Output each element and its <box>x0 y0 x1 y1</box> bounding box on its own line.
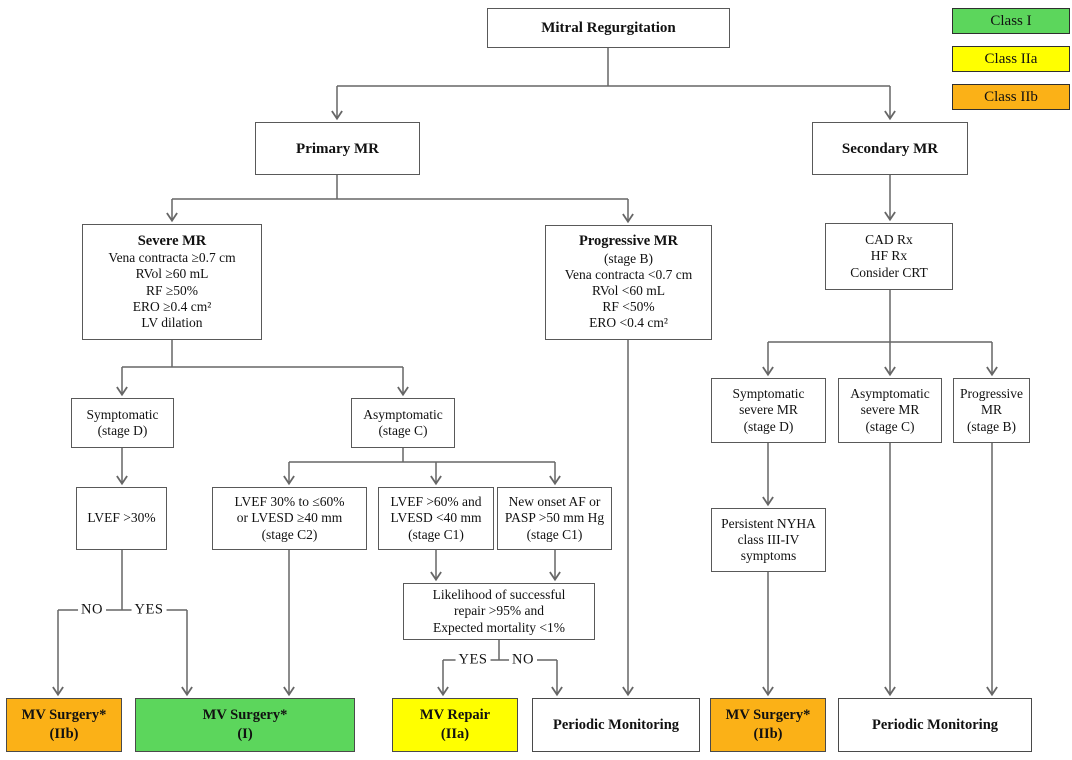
node-progressive-mr-primary-line: RVol <60 mL <box>591 283 666 299</box>
node-mitral-regurgitation: Mitral Regurgitation <box>487 8 730 48</box>
node-progressive-mr-primary-line: Vena contracta <0.7 cm <box>564 266 693 282</box>
node-asymptomatic-stage-c: Asymptomatic (stage C) <box>351 398 455 448</box>
node-stage-c1-lvef: LVEF >60% and LVESD <40 mm (stage C1) <box>378 487 494 550</box>
node-progressive-mr-primary-title: Progressive MR <box>579 233 678 250</box>
node-stage-c1-af: New onset AF or PASP >50 mm Hg (stage C1… <box>497 487 612 550</box>
node-persistent-nyha-line: class III-IV <box>737 531 800 547</box>
branch-label-yes-mid: YES <box>455 651 491 669</box>
node-severe-mr-line: ERO ≥0.4 cm² <box>132 298 212 314</box>
node-stage-c2-line: (stage C2) <box>261 526 318 542</box>
node-severe-mr-title: Severe MR <box>137 232 207 249</box>
node-persistent-nyha-line: Persistent NYHA <box>721 515 816 531</box>
node-secondary-therapy: CAD Rx HF Rx Consider CRT <box>825 223 953 290</box>
legend-class-iib-label: Class IIb <box>984 88 1038 105</box>
node-repair-likelihood-line: Likelihood of successful <box>432 587 566 603</box>
node-progressive-mr-secondary-line: MR <box>980 402 1002 418</box>
node-lvef-gt-30-title: LVEF >30% <box>87 510 156 526</box>
outcome-mv-repair-iia-class: (IIa) <box>440 726 470 742</box>
legend-class-iia-label: Class IIa <box>984 50 1038 67</box>
node-progressive-mr-primary-line: (stage B) <box>603 250 654 266</box>
node-progressive-mr-primary: Progressive MR (stage B) Vena contracta … <box>545 225 712 340</box>
outcome-mv-repair-iia: MV Repair (IIa) <box>392 698 518 752</box>
outcome-mv-surgery-iib-primary-class: (IIb) <box>49 726 79 742</box>
node-stage-c1-af-line: New onset AF or <box>508 494 601 510</box>
node-persistent-nyha-line: symptoms <box>740 548 797 564</box>
node-progressive-mr-secondary-line: (stage B) <box>966 418 1017 434</box>
node-stage-c2: LVEF 30% to ≤60% or LVESD ≥40 mm (stage … <box>212 487 367 550</box>
node-persistent-nyha: Persistent NYHA class III-IV symptoms <box>711 508 826 572</box>
node-progressive-mr-primary-line: ERO <0.4 cm² <box>589 315 668 331</box>
outcome-periodic-monitoring-secondary-line: Periodic Monitoring <box>871 716 999 733</box>
node-severe-mr-line: RVol ≥60 mL <box>135 266 209 282</box>
node-primary-mr-title: Primary MR <box>296 140 379 157</box>
node-symptomatic-severe-mr-line: (stage D) <box>743 418 794 434</box>
node-stage-c1-lvef-line: LVESD <40 mm <box>390 510 482 526</box>
branch-label-yes-left: YES <box>131 601 167 619</box>
legend-class-i: Class I <box>952 8 1070 34</box>
node-asymptomatic-severe-mr-line: (stage C) <box>865 418 915 434</box>
node-symptomatic-stage-d: Symptomatic (stage D) <box>71 398 174 448</box>
node-severe-mr-line: RF ≥50% <box>145 282 199 298</box>
outcome-mv-repair-iia-line: MV Repair <box>419 707 491 724</box>
node-symptomatic-stage-d-line: Symptomatic <box>86 406 159 422</box>
node-secondary-mr-title: Secondary MR <box>841 140 939 157</box>
legend-class-iia: Class IIa <box>952 46 1070 72</box>
node-repair-likelihood-line: Expected mortality <1% <box>432 619 566 635</box>
outcome-periodic-monitoring-primary: Periodic Monitoring <box>532 698 700 752</box>
node-mitral-regurgitation-title: Mitral Regurgitation <box>541 20 676 36</box>
outcome-periodic-monitoring-secondary: Periodic Monitoring <box>838 698 1032 752</box>
node-asymptomatic-severe-mr: Asymptomatic severe MR (stage C) <box>838 378 942 443</box>
node-severe-mr: Severe MR Vena contracta ≥0.7 cm RVol ≥6… <box>82 224 262 340</box>
node-stage-c1-af-line: (stage C1) <box>526 526 583 542</box>
outcome-mv-surgery-iib-secondary: MV Surgery* (IIb) <box>710 698 826 752</box>
outcome-mv-surgery-iib-secondary-line: MV Surgery* <box>725 707 811 724</box>
node-symptomatic-stage-d-line: (stage D) <box>97 423 148 438</box>
outcome-mv-surgery-i-class: (I) <box>237 726 253 742</box>
node-stage-c1-af-line: PASP >50 mm Hg <box>504 510 605 526</box>
node-repair-likelihood-line: repair >95% and <box>453 603 545 619</box>
node-progressive-mr-secondary: Progressive MR (stage B) <box>953 378 1030 443</box>
node-progressive-mr-primary-line: RF <50% <box>602 299 655 315</box>
node-severe-mr-line: Vena contracta ≥0.7 cm <box>108 250 236 266</box>
outcome-mv-surgery-iib-secondary-class: (IIb) <box>753 726 783 742</box>
node-symptomatic-severe-mr-line: severe MR <box>739 402 798 418</box>
outcome-periodic-monitoring-primary-line: Periodic Monitoring <box>552 716 680 733</box>
node-stage-c2-line: LVEF 30% to ≤60% <box>234 494 345 510</box>
node-stage-c1-lvef-line: LVEF >60% and <box>390 494 482 510</box>
node-secondary-therapy-line: Consider CRT <box>850 264 928 280</box>
outcome-mv-surgery-i-line: MV Surgery* <box>202 707 288 724</box>
node-severe-mr-line: LV dilation <box>141 314 203 330</box>
outcome-mv-surgery-i: MV Surgery* (I) <box>135 698 355 752</box>
node-progressive-mr-secondary-line: Progressive <box>960 386 1023 402</box>
node-asymptomatic-stage-c-line: (stage C) <box>378 423 428 438</box>
node-asymptomatic-stage-c-line: Asymptomatic <box>363 406 443 422</box>
node-secondary-mr: Secondary MR <box>812 122 968 175</box>
branch-label-no-mid: NO <box>509 651 537 669</box>
node-symptomatic-severe-mr-line: Symptomatic <box>732 386 805 402</box>
node-secondary-therapy-line: HF Rx <box>870 248 908 264</box>
outcome-mv-surgery-iib-primary: MV Surgery* (IIb) <box>6 698 122 752</box>
node-stage-c1-lvef-line: (stage C1) <box>408 526 464 542</box>
node-stage-c2-line: or LVESD ≥40 mm <box>236 510 343 526</box>
node-asymptomatic-severe-mr-line: severe MR <box>860 402 920 418</box>
outcome-mv-surgery-iib-primary-line: MV Surgery* <box>21 707 107 724</box>
node-lvef-gt-30: LVEF >30% <box>76 487 167 550</box>
node-secondary-therapy-line: CAD Rx <box>865 232 913 248</box>
branch-label-no-left: NO <box>78 601 106 619</box>
node-primary-mr: Primary MR <box>255 122 420 175</box>
legend-class-i-label: Class I <box>990 12 1032 29</box>
node-asymptomatic-severe-mr-line: Asymptomatic <box>850 386 930 402</box>
node-repair-likelihood: Likelihood of successful repair >95% and… <box>403 583 595 640</box>
node-symptomatic-severe-mr: Symptomatic severe MR (stage D) <box>711 378 826 443</box>
legend-class-iib: Class IIb <box>952 84 1070 110</box>
